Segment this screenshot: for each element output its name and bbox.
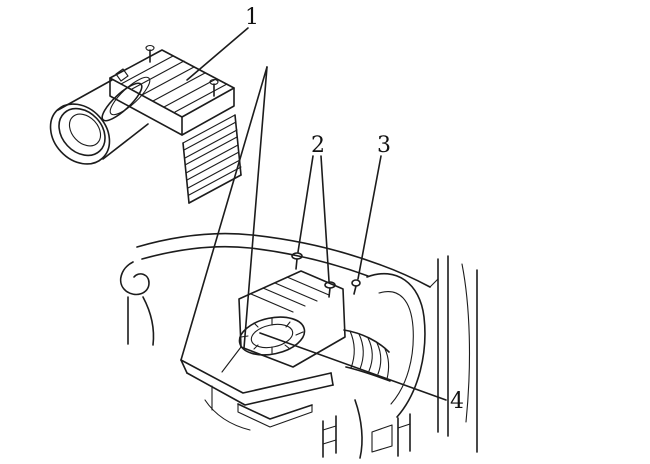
callout-2-label: 2: [311, 133, 325, 158]
air-cleaner-assembly: [49, 44, 242, 204]
callout-1-label: 1: [245, 5, 259, 30]
fender-hook: [119, 261, 155, 346]
housing-stud-bolts: [145, 44, 219, 97]
housing-top-ribs: [120, 55, 228, 113]
wheelhouse-panel: [366, 255, 478, 453]
engine-compartment: [119, 232, 478, 459]
installed-module: [238, 252, 391, 382]
callout-4-leader-line: [259, 332, 447, 401]
cowl-edge: [136, 232, 431, 288]
lower-structure: [204, 399, 411, 459]
accordion-duct: [343, 329, 391, 382]
callout-1-leader-line: [186, 27, 249, 81]
mounting-bolt-rear: [324, 281, 336, 298]
callout-3-leader-line: [357, 155, 382, 280]
mounting-bolt-front: [291, 252, 303, 270]
callout-2-leader-line-b: [320, 155, 330, 282]
mounting-bracket: [180, 346, 334, 428]
stud: [351, 279, 361, 295]
projection-line-left: [180, 66, 268, 361]
round-ribbed-cover: [238, 316, 306, 356]
intake-tube: [49, 79, 149, 165]
projection-lines: [180, 66, 268, 361]
callouts: 1 2 3 4: [186, 5, 464, 414]
callout-3-label: 3: [377, 133, 391, 158]
callout-2-leader-line-a: [297, 155, 314, 253]
callout-4-label: 4: [450, 389, 464, 414]
filter-pleats: [182, 114, 242, 204]
housing-body: [109, 49, 235, 136]
projection-line-right: [243, 66, 268, 349]
module-top-ribs: [250, 276, 330, 313]
